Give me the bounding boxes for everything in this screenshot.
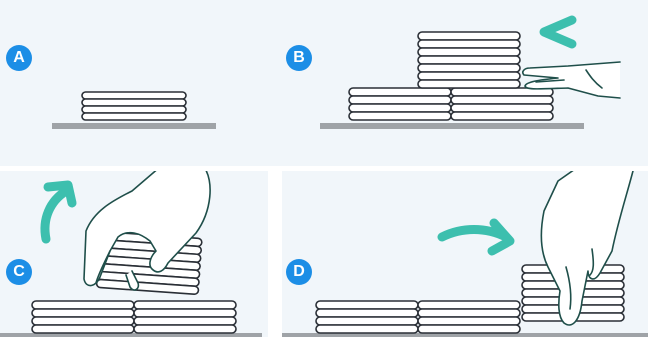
hand-push-icon [522,61,621,99]
shelf [320,123,584,129]
plate [417,79,521,89]
plate [450,95,554,105]
plate-stack-right [133,300,237,334]
step-badge-b: B [286,45,312,71]
plate [81,105,187,114]
plate [31,316,135,326]
plate [417,55,521,65]
plate [348,103,452,113]
plate [417,47,521,57]
shelf [0,333,262,337]
plate [31,308,135,318]
panel-a-illustration [52,91,216,129]
plate-stack-right [450,87,554,121]
plate [417,308,521,318]
plate-stack-top [417,31,521,89]
panel-c: C [0,171,268,337]
plate [417,71,521,81]
plate [315,300,419,310]
plate-stack-left [31,300,135,334]
arrow-curved-right-icon [437,218,515,256]
hand-place-icon [540,171,634,326]
arrow-left-icon [539,15,577,49]
plate [31,300,135,310]
plate [315,308,419,318]
plate [133,324,237,334]
plate [348,87,452,97]
plate [315,324,419,334]
panel-b: B [268,0,648,166]
hand-grab-icon [83,171,211,291]
plate-stack-left [315,300,419,334]
plate [81,91,187,100]
panel-d: D [282,171,648,337]
plate-stack-right [417,300,521,334]
plate [417,300,521,310]
plate [417,31,521,41]
panel-c-illustration [0,171,262,337]
plate [417,316,521,326]
plate [81,98,187,107]
shelf [282,333,648,337]
plate [450,111,554,121]
plate [417,63,521,73]
plate [133,316,237,326]
plate-stack-left [348,87,452,121]
plate [81,112,187,121]
arrow-curved-up-icon [40,180,77,244]
plate [450,103,554,113]
plate [315,316,419,326]
plate [133,300,237,310]
step-badge-c: C [6,259,32,285]
plate [417,324,521,334]
plate [417,39,521,49]
panel-d-illustration [282,171,648,337]
shelf [52,123,216,129]
plate-stack [81,91,187,121]
step-badge-a: A [6,45,32,71]
plate [31,324,135,334]
plate [348,111,452,121]
step-badge-d: D [286,259,312,285]
plate [133,308,237,318]
plate [348,95,452,105]
panel-b-illustration [268,0,648,166]
